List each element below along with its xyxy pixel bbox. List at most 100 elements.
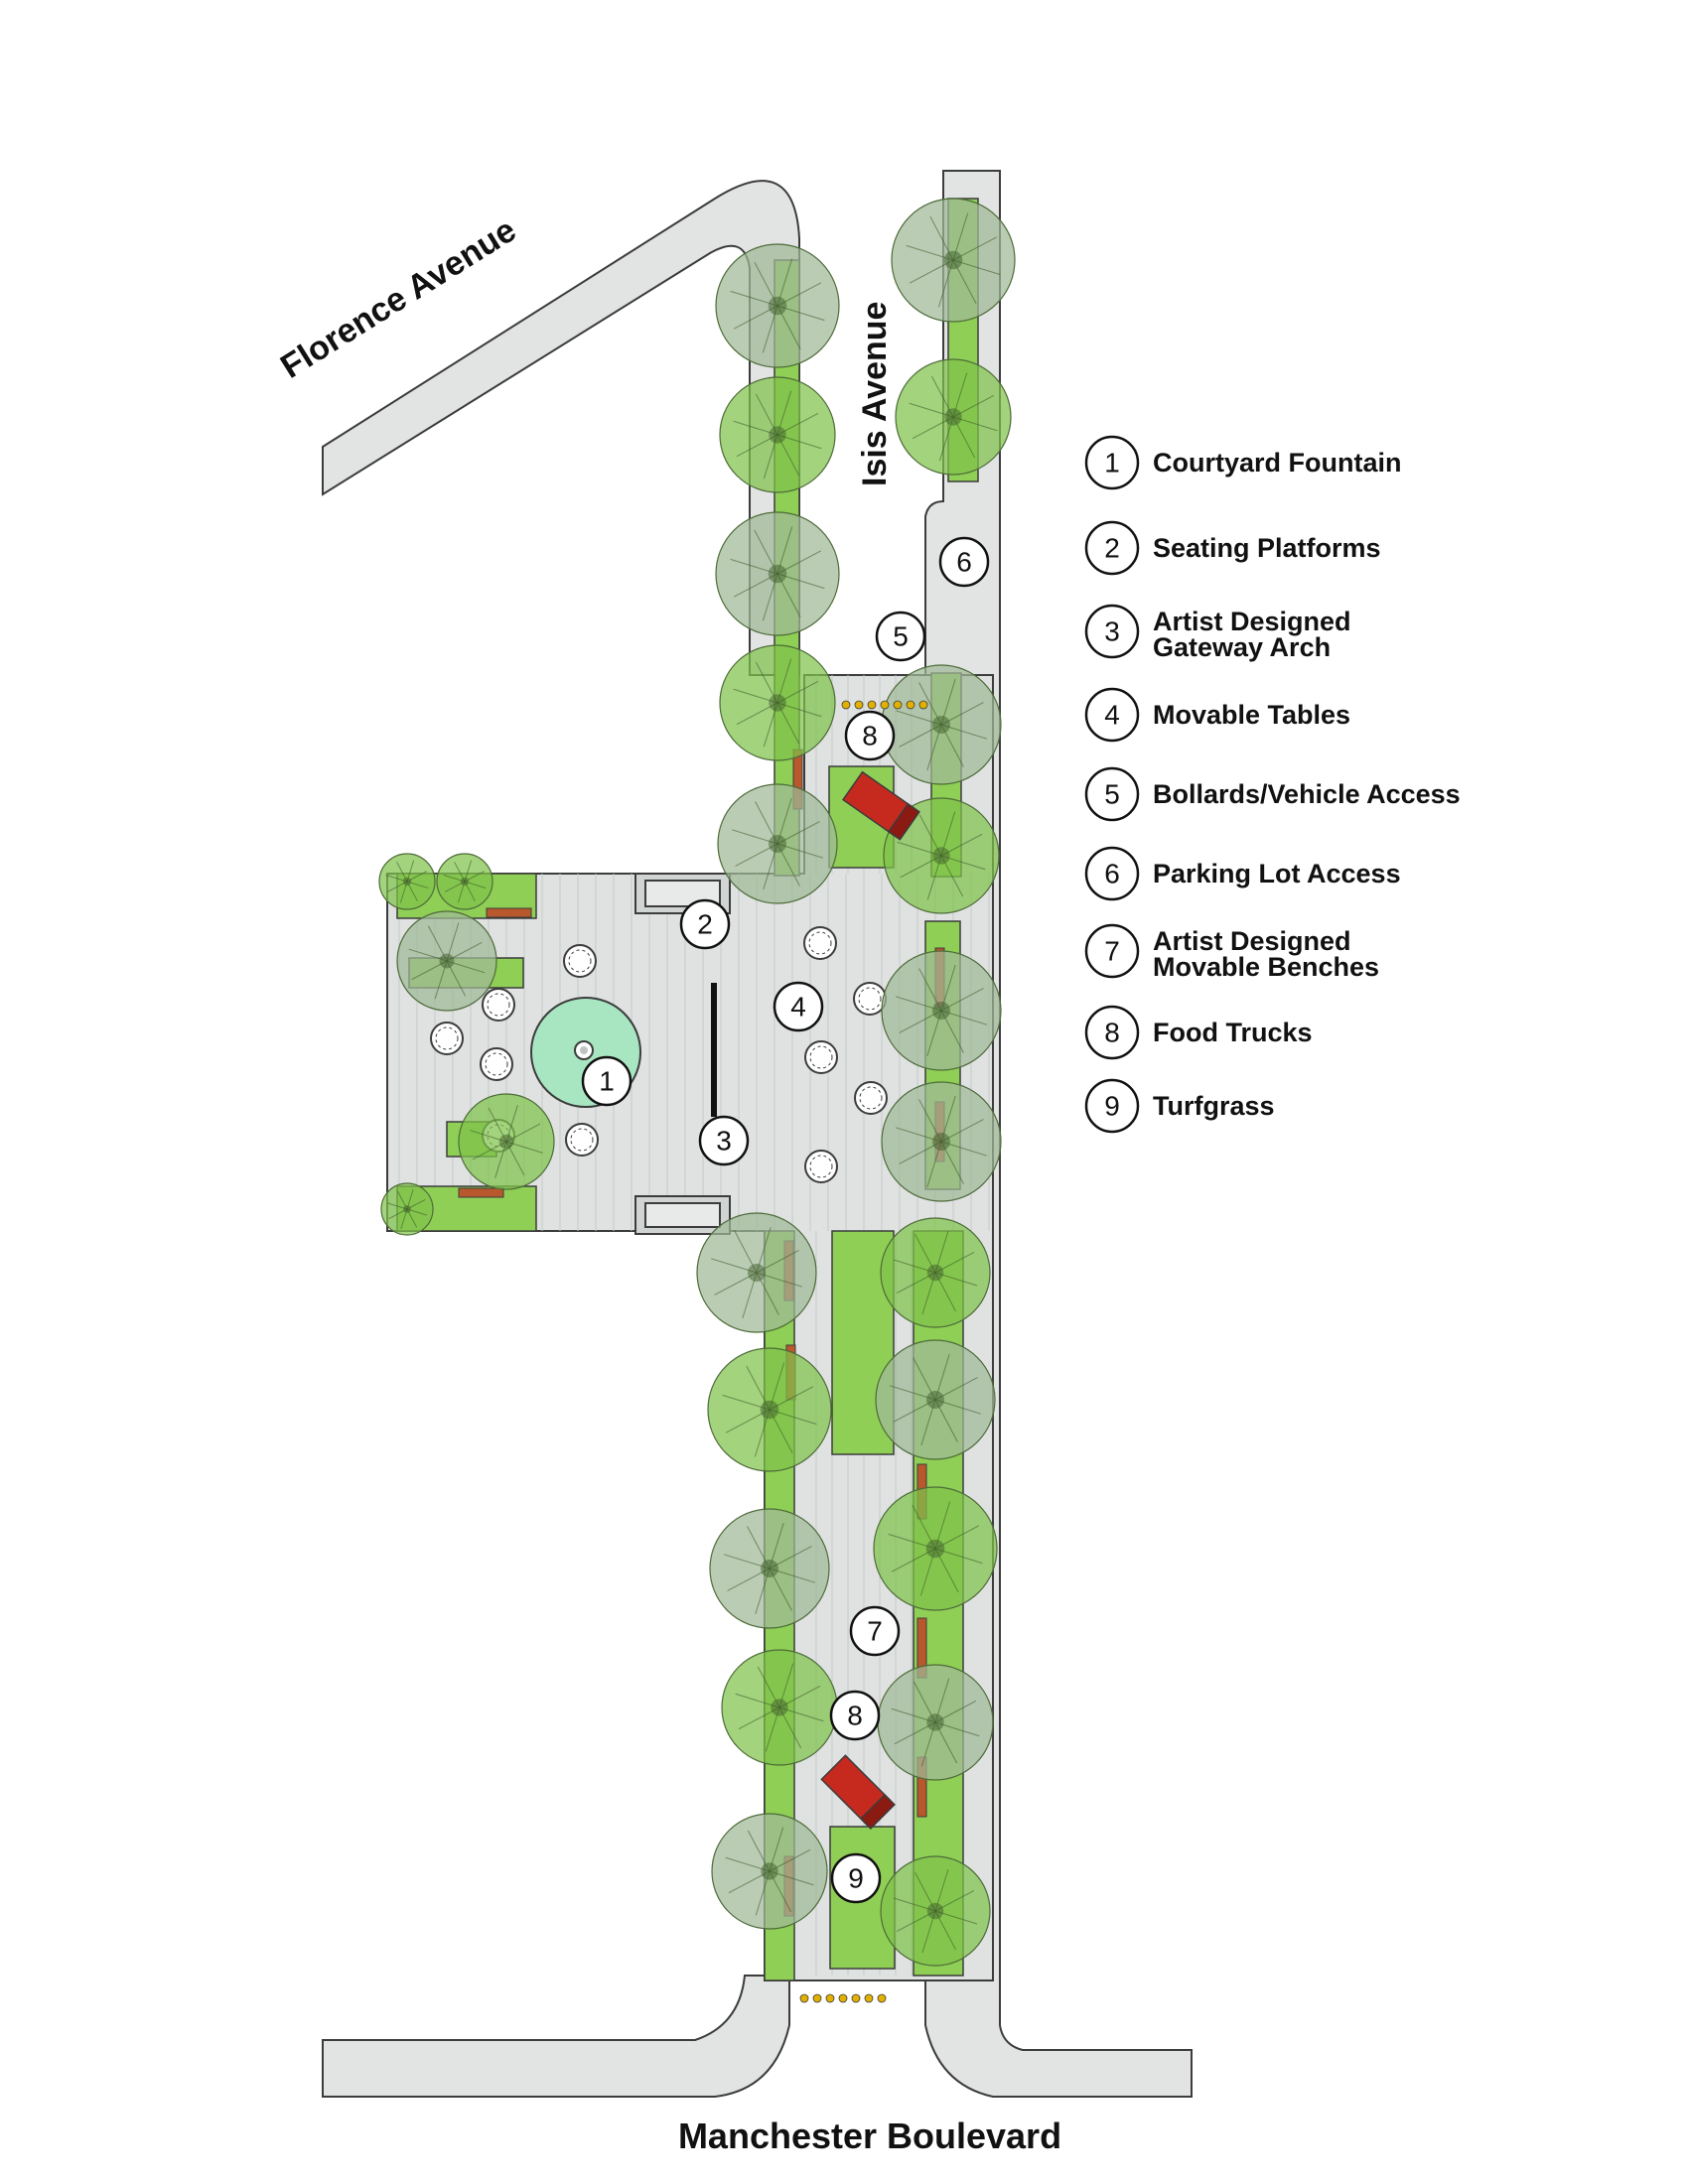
legend-number: 4	[1104, 700, 1120, 731]
bollard	[799, 1993, 809, 2003]
trees-group	[378, 198, 1016, 1967]
tree	[717, 783, 838, 904]
tree	[880, 1855, 991, 1967]
bollard	[918, 700, 928, 710]
bench-courtyard-north	[486, 907, 532, 918]
legend-item-1: 1 Courtyard Fountain	[1084, 435, 1402, 490]
marker-movable-tables[interactable]: 4	[773, 981, 824, 1032]
legend-label: Gateway Arch	[1153, 632, 1331, 662]
marker-parking-access[interactable]: 6	[938, 536, 990, 588]
legend-number: 5	[1104, 779, 1120, 810]
legend-label: Artist Designed	[1153, 607, 1351, 636]
gateway-arch	[711, 983, 717, 1117]
tree	[880, 1217, 991, 1328]
marker-turfgrass[interactable]: 9	[830, 1852, 882, 1904]
plan-markers: 1 2 3 4 5 6 7 8	[581, 536, 990, 1904]
bollard	[851, 1993, 861, 2003]
seating-platform-south-inner	[644, 1202, 721, 1228]
svg-text:4: 4	[790, 992, 806, 1023]
legend-label: Food Trucks	[1153, 1018, 1313, 1047]
tree	[881, 664, 1002, 785]
marker-courtyard-fountain[interactable]: 1	[581, 1055, 633, 1107]
tree	[881, 950, 1002, 1071]
tree	[875, 1339, 996, 1460]
svg-text:8: 8	[862, 721, 878, 751]
svg-text:3: 3	[716, 1126, 732, 1157]
movable-table	[563, 944, 597, 978]
legend-item-5: 5 Bollards/Vehicle Access	[1084, 766, 1461, 822]
legend-item-9: 9 Turfgrass	[1084, 1078, 1275, 1134]
tree	[707, 1347, 832, 1472]
legend-number: 1	[1104, 448, 1120, 478]
bollard	[880, 700, 890, 710]
bollard	[893, 700, 903, 710]
movable-table	[482, 988, 515, 1022]
legend-number: 2	[1104, 533, 1120, 564]
bench-courtyard-south	[458, 1187, 504, 1198]
fountain-jet-core	[580, 1046, 588, 1054]
movable-table	[480, 1047, 513, 1081]
tree	[378, 853, 436, 910]
marker-food-truck-north[interactable]: 8	[844, 710, 896, 761]
tree	[715, 511, 840, 636]
bollard	[877, 1993, 887, 2003]
legend-number: 9	[1104, 1091, 1120, 1122]
movable-table	[854, 1081, 888, 1115]
movable-table	[853, 982, 887, 1016]
tree	[719, 376, 836, 493]
marker-seating-platforms[interactable]: 2	[679, 898, 731, 950]
legend-label: Bollards/Vehicle Access	[1153, 779, 1461, 809]
svg-text:1: 1	[599, 1066, 615, 1097]
legend-label: Seating Platforms	[1153, 533, 1381, 563]
marker-movable-benches[interactable]: 7	[849, 1605, 901, 1657]
svg-text:5: 5	[893, 621, 909, 652]
movable-table	[804, 1150, 838, 1183]
tree	[396, 910, 497, 1012]
marker-gateway-arch[interactable]: 3	[698, 1115, 750, 1166]
bollard	[864, 1993, 874, 2003]
legend-number: 6	[1104, 859, 1120, 889]
svg-text:7: 7	[867, 1616, 883, 1647]
legend-item-6: 6 Parking Lot Access	[1084, 846, 1401, 901]
marker-bollards[interactable]: 5	[875, 611, 926, 662]
food-trucks	[820, 770, 920, 1830]
legend-item-2: 2 Seating Platforms	[1084, 520, 1381, 576]
legend-number: 7	[1104, 936, 1120, 967]
svg-text:2: 2	[697, 909, 713, 940]
marker-food-truck-south[interactable]: 8	[829, 1690, 881, 1741]
movable-table	[430, 1022, 464, 1055]
bollard	[854, 700, 864, 710]
manchester-boulevard-road	[322, 1975, 790, 2098]
movable-table	[565, 1123, 599, 1157]
legend-label: Artist Designed	[1153, 926, 1351, 956]
food-truck-north	[841, 770, 920, 841]
legend-label: Parking Lot Access	[1153, 859, 1401, 888]
tree	[883, 797, 1000, 914]
svg-text:6: 6	[956, 547, 972, 578]
food-truck-south	[820, 1754, 896, 1830]
tree	[696, 1212, 817, 1333]
manchester-boulevard-label: Manchester Boulevard	[678, 2116, 1061, 2156]
tree	[709, 1508, 830, 1629]
bollard	[812, 1993, 822, 2003]
legend-item-8: 8 Food Trucks	[1084, 1005, 1313, 1060]
tree	[895, 358, 1012, 476]
tree	[881, 1081, 1002, 1202]
tree	[458, 1093, 555, 1190]
bollard	[838, 1993, 848, 2003]
bollard	[841, 700, 851, 710]
isis-avenue-label: Isis Avenue	[856, 302, 894, 486]
legend-number: 3	[1104, 616, 1120, 647]
legend-label: Movable Benches	[1153, 952, 1379, 982]
bollard	[825, 1993, 835, 2003]
tree	[380, 1182, 434, 1236]
legend-label: Turfgrass	[1153, 1091, 1275, 1121]
legend-number: 8	[1104, 1018, 1120, 1048]
bollards-group	[799, 700, 928, 2003]
legend-label: Courtyard Fountain	[1153, 448, 1402, 478]
